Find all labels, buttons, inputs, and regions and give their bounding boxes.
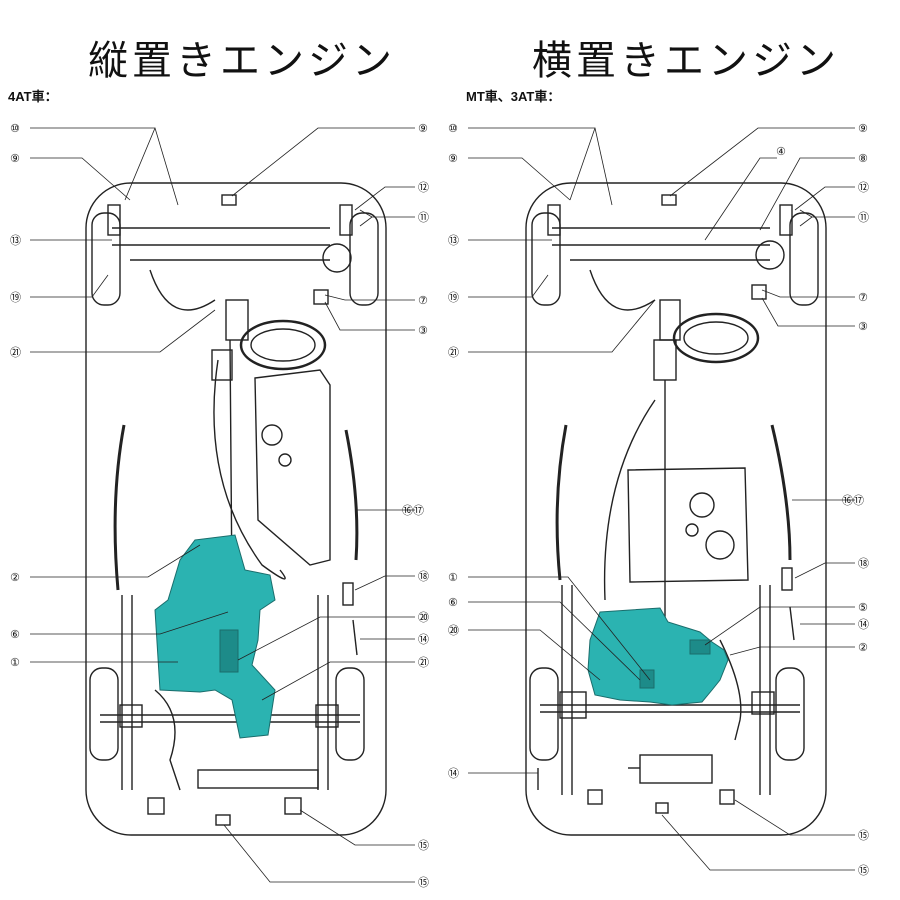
left-label-10: ⑩ (10, 122, 20, 135)
right-label-9-right: ⑨ (858, 122, 868, 135)
right-label-9: ⑨ (448, 152, 458, 165)
right-rear-wheel-left (529, 667, 559, 761)
left-label-6: ⑥ (10, 628, 20, 641)
right-label-8: ⑧ (858, 152, 868, 165)
left-label-15-b: ⑮ (418, 876, 429, 889)
left-label-21-bottom: ㉑ (418, 656, 429, 669)
right-subtitle: MT車、3AT車： (466, 89, 561, 104)
right-engine-highlight (587, 607, 729, 706)
right-label-14: ⑭ (858, 618, 869, 631)
left-rear-wheel-left (89, 667, 119, 761)
right-title: 横置きエンジン (532, 38, 840, 84)
right-label-5: ⑤ (858, 601, 868, 614)
left-label-19: ⑲ (10, 291, 21, 304)
left-vehicle-diagram (85, 182, 387, 836)
left-label-14: ⑭ (418, 633, 429, 646)
left-front-wheel-right (349, 212, 379, 306)
right-callout-leaders (468, 127, 855, 871)
left-subtitle: 4AT車： (8, 89, 58, 104)
right-label-7: ⑦ (858, 291, 868, 304)
right-label-20: ⑳ (448, 624, 459, 637)
right-label-14-bottom: ⑭ (448, 767, 459, 780)
left-label-15-a: ⑮ (418, 839, 429, 852)
right-label-21: ㉑ (448, 346, 459, 359)
left-label-1: ① (10, 656, 20, 669)
left-label-21-top: ㉑ (10, 346, 21, 359)
right-label-19: ⑲ (448, 291, 459, 304)
left-title: 縦置きエンジン (88, 38, 396, 84)
left-label-9-right: ⑨ (418, 122, 428, 135)
left-label-20: ⑳ (418, 611, 429, 624)
left-label-9: ⑨ (10, 152, 20, 165)
left-front-wheel-left (91, 212, 121, 306)
left-rear-wheel-right (335, 667, 365, 761)
right-label-6: ⑥ (448, 596, 458, 609)
right-label-15-b: ⑮ (858, 864, 869, 877)
left-callout-labels: ⑩ ⑨ ⑬ ⑲ ㉑ ② ⑥ ① ⑨ ⑫ ⑪ ⑦ ③ ⑯⑰ ⑱ ⑳ ⑭ ㉑ ⑮ ⑮ (10, 122, 429, 889)
left-callout-leaders (30, 127, 415, 883)
left-label-2: ② (10, 571, 20, 584)
left-body-outline (85, 182, 387, 836)
right-front-wheel-right (789, 212, 819, 306)
left-label-11: ⑪ (418, 211, 429, 224)
right-label-2: ② (858, 641, 868, 654)
right-rear-wheel-right (775, 667, 805, 761)
left-label-12: ⑫ (418, 181, 429, 194)
right-label-11: ⑪ (858, 211, 869, 224)
right-label-12: ⑫ (858, 181, 869, 194)
right-label-10: ⑩ (448, 122, 458, 135)
right-body-outline (525, 182, 827, 836)
right-label-3: ③ (858, 320, 868, 333)
right-label-13: ⑬ (448, 234, 459, 247)
right-label-1: ① (448, 571, 458, 584)
right-front-wheel-left (531, 212, 561, 306)
right-vehicle-diagram (525, 182, 827, 836)
right-label-18: ⑱ (858, 557, 869, 570)
left-label-18: ⑱ (418, 570, 429, 583)
right-label-16-17: ⑯⑰ (842, 494, 864, 507)
left-label-13: ⑬ (10, 234, 21, 247)
right-label-15-a: ⑮ (858, 829, 869, 842)
right-label-4: ④ (776, 145, 786, 158)
left-label-3: ③ (418, 324, 428, 337)
left-label-7: ⑦ (418, 294, 428, 307)
left-label-16-17: ⑯⑰ (402, 504, 424, 517)
right-callout-labels: ⑩ ⑨ ⑬ ⑲ ㉑ ① ⑥ ⑳ ⑭ ④ ⑨ ⑧ ⑫ ⑪ ⑦ ③ ⑯⑰ ⑱ ⑤ ⑭… (448, 122, 869, 877)
left-transmission-highlight (154, 534, 276, 739)
